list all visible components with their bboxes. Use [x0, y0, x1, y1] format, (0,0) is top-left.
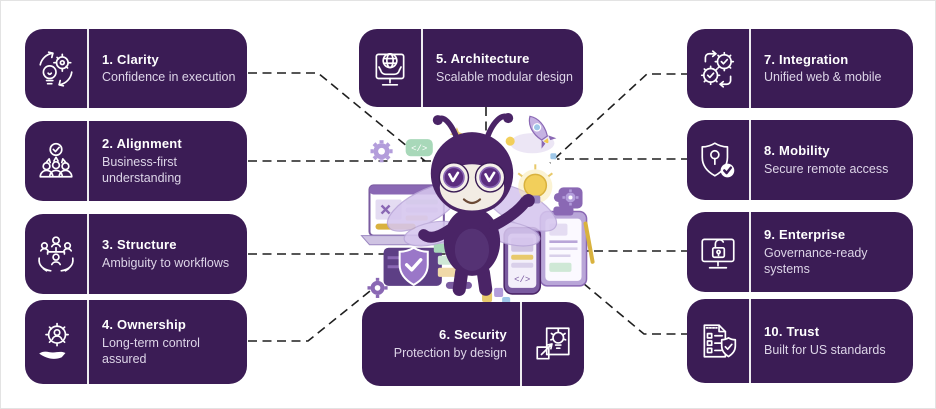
card-divider — [87, 300, 89, 384]
card-title: 6. Security — [439, 327, 507, 343]
card-subtitle: Unified web & mobile — [764, 70, 882, 85]
card-subtitle: Governance-ready systems — [764, 245, 868, 276]
card-subtitle: Ambiguity to workflows — [102, 255, 230, 270]
card-subtitle: Protection by design — [393, 345, 507, 360]
card-divider — [749, 299, 751, 383]
card-subtitle: Business-first understanding — [102, 154, 182, 185]
card-ownership: 4. Ownership Long-term control assured — [25, 300, 247, 384]
mascot-illustration: </> — [360, 113, 595, 305]
cube-decoration — [494, 287, 504, 297]
hands-org-chart-icon — [25, 214, 87, 294]
card-divider — [520, 302, 522, 386]
card-title: 5. Architecture — [436, 51, 530, 67]
shield-keyhole-check-icon — [687, 120, 749, 200]
gear-decoration-icon — [367, 277, 388, 298]
monitor-unlock-icon — [687, 212, 749, 292]
card-integration: 7. Integration Unified web & mobile — [687, 29, 913, 108]
monitor-globe-hands-icon — [359, 29, 421, 107]
puzzle-piece-icon — [553, 187, 583, 209]
card-divider — [87, 121, 89, 201]
card-divider — [749, 120, 751, 200]
card-structure: 3. Structure Ambiguity to workflows — [25, 214, 247, 294]
card-security: 6. Security Protection by design — [362, 302, 584, 386]
rocket-icon — [505, 115, 557, 160]
team-check-icon — [25, 121, 87, 201]
card-clarity: 1. Clarity Confidence in execution — [25, 29, 247, 108]
code-chip-icon: </> — [405, 139, 433, 157]
card-architecture: 5. Architecture Scalable modular design — [359, 29, 583, 107]
card-subtitle: Confidence in execution — [102, 70, 236, 85]
gear-decoration-icon — [370, 140, 393, 163]
card-divider — [749, 29, 751, 108]
card-subtitle: Built for US standards — [764, 342, 886, 357]
lightbulb-icon — [517, 164, 553, 208]
gears-lightbulb-cycle-icon — [25, 29, 87, 108]
svg-text:</>: </> — [411, 143, 427, 154]
card-divider — [749, 212, 751, 292]
card-title: 9. Enterprise — [764, 227, 846, 243]
card-title: 4. Ownership — [102, 317, 187, 333]
card-title: 2. Alignment — [102, 136, 182, 152]
card-trust: 10. Trust Built for US standards — [687, 299, 913, 383]
card-divider — [87, 214, 89, 294]
idea-frame-arrow-icon — [522, 302, 584, 386]
svg-text:</>: </> — [514, 274, 530, 285]
card-divider — [87, 29, 89, 108]
checklist-shield-icon — [687, 299, 749, 383]
card-title: 7. Integration — [764, 51, 849, 67]
card-enterprise: 9. Enterprise Governance-ready systems — [687, 212, 913, 292]
card-title: 3. Structure — [102, 237, 177, 253]
card-subtitle: Scalable modular design — [436, 69, 573, 84]
server-shield-icon — [367, 243, 472, 298]
mascot-head — [430, 113, 514, 215]
card-title: 1. Clarity — [102, 51, 159, 67]
card-title: 10. Trust — [764, 324, 820, 340]
gears-sync-check-icon — [687, 29, 749, 108]
card-subtitle: Secure remote access — [764, 161, 889, 176]
card-title: 8. Mobility — [764, 143, 830, 159]
card-divider — [421, 29, 423, 107]
card-mobility: 8. Mobility Secure remote access — [687, 120, 913, 200]
card-subtitle: Long-term control assured — [102, 335, 200, 366]
hand-gear-user-icon — [25, 300, 87, 384]
card-alignment: 2. Alignment Business-first understandin… — [25, 121, 247, 201]
